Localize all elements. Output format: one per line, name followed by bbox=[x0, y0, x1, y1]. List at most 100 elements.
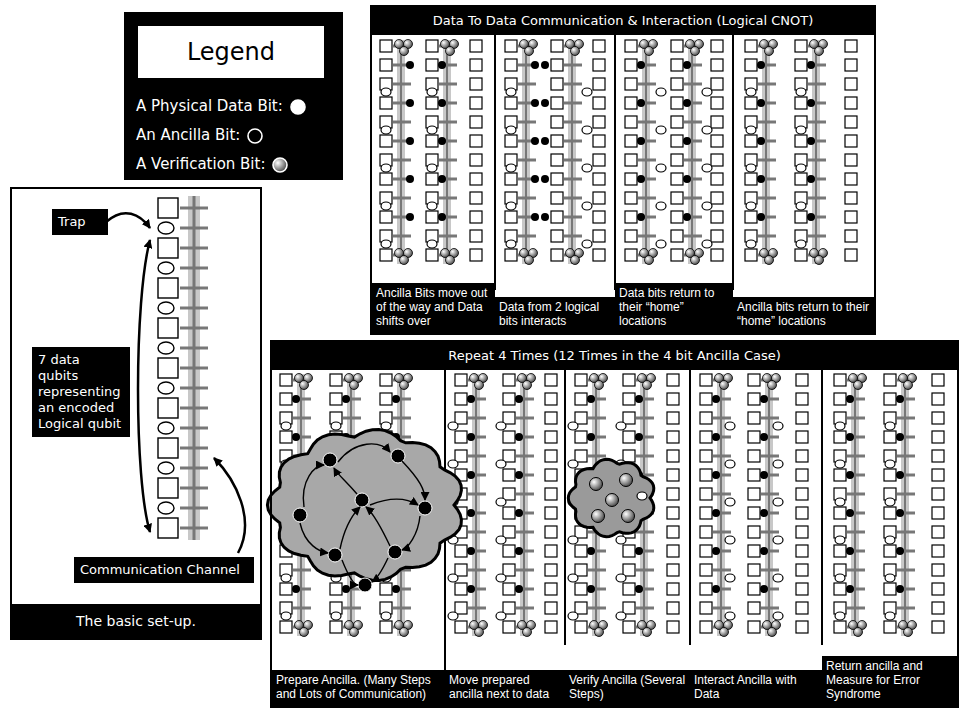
channel-tick bbox=[564, 178, 582, 181]
trap-square bbox=[380, 135, 392, 147]
step-caption: Data bits return to their “home” locatio… bbox=[615, 283, 733, 333]
trap-square bbox=[796, 507, 808, 519]
trap-square bbox=[700, 374, 712, 386]
ancilla-bit bbox=[582, 126, 592, 134]
channel-tick bbox=[180, 387, 208, 390]
trap-square bbox=[380, 173, 392, 185]
trap-square bbox=[748, 583, 760, 595]
channel-tick bbox=[847, 607, 865, 610]
data-bit bbox=[683, 137, 691, 145]
ancilla-bit bbox=[427, 240, 437, 248]
trap-square bbox=[796, 564, 808, 576]
ancilla-bit bbox=[885, 536, 895, 544]
channel-band bbox=[717, 374, 725, 636]
trap-square bbox=[700, 583, 712, 595]
verification-bit bbox=[620, 474, 633, 487]
data-bit bbox=[846, 585, 854, 593]
trap-square bbox=[625, 211, 637, 223]
data-bit bbox=[757, 137, 765, 145]
ancilla-bit bbox=[725, 536, 735, 544]
channel-tick bbox=[897, 607, 915, 610]
data-bit bbox=[846, 471, 854, 479]
verification-bit bbox=[592, 510, 605, 523]
ancilla-bit bbox=[835, 574, 845, 582]
data-bit bbox=[846, 509, 854, 517]
trap-square bbox=[551, 173, 563, 185]
ancilla-bit bbox=[746, 88, 756, 96]
channel-line bbox=[571, 40, 573, 264]
data-bit bbox=[712, 509, 720, 517]
trap-square bbox=[625, 116, 637, 128]
trap-square bbox=[280, 374, 292, 386]
trap-square bbox=[834, 374, 846, 386]
trap-square bbox=[470, 97, 482, 109]
trap-square bbox=[158, 438, 178, 458]
channel-tick bbox=[588, 569, 606, 572]
trap-square bbox=[545, 526, 557, 538]
trap-square bbox=[671, 192, 683, 204]
data-bit bbox=[541, 213, 549, 221]
data-bit bbox=[712, 471, 720, 479]
trap-square bbox=[593, 97, 605, 109]
trap-square bbox=[932, 602, 944, 614]
trap-square bbox=[470, 40, 482, 52]
ancilla-bit bbox=[427, 88, 437, 96]
data-bit bbox=[807, 61, 815, 69]
channel-tick bbox=[713, 417, 731, 420]
trap-square bbox=[503, 507, 515, 519]
channel-band bbox=[522, 40, 530, 264]
ancilla-bit bbox=[568, 536, 578, 544]
trap-square bbox=[625, 230, 637, 242]
channel-tick bbox=[180, 207, 208, 210]
channel-tick bbox=[180, 327, 208, 330]
legend-symbol bbox=[291, 100, 305, 114]
ancilla-bit bbox=[496, 536, 506, 544]
channel-line bbox=[765, 40, 767, 264]
channel-tick bbox=[684, 121, 702, 124]
trap-square bbox=[671, 59, 683, 71]
data-bit bbox=[712, 547, 720, 555]
channel-tick bbox=[808, 121, 826, 124]
trap-square bbox=[671, 249, 683, 261]
trap-square bbox=[932, 412, 944, 424]
channel-tick bbox=[180, 407, 208, 410]
step-caption: Ancilla bits return to their “home” loca… bbox=[733, 297, 874, 333]
ancilla-bit bbox=[616, 422, 626, 430]
data-bit bbox=[515, 547, 523, 555]
verification-bit bbox=[643, 381, 652, 390]
trap-square bbox=[575, 564, 587, 576]
panel-divider bbox=[732, 32, 734, 290]
ancilla-bit bbox=[496, 574, 506, 582]
ancilla-bit bbox=[158, 502, 174, 514]
trap-square bbox=[932, 374, 944, 386]
channel-tick bbox=[564, 121, 582, 124]
trap-square bbox=[380, 40, 392, 52]
leader-arrow bbox=[214, 458, 245, 553]
trap-square bbox=[667, 412, 679, 424]
trap-square bbox=[845, 116, 857, 128]
channel-band bbox=[851, 374, 859, 636]
prep-arrow bbox=[370, 499, 418, 505]
channel-tick bbox=[393, 235, 411, 238]
trap-square bbox=[380, 211, 392, 223]
trap-square bbox=[748, 564, 760, 576]
trap-square bbox=[551, 230, 563, 242]
trap-square bbox=[623, 412, 635, 424]
trap-square bbox=[455, 564, 467, 576]
ancilla-bit bbox=[885, 498, 895, 506]
trap-square bbox=[455, 450, 467, 462]
trap-square bbox=[426, 135, 438, 147]
trap-square bbox=[667, 393, 679, 405]
channel-tick bbox=[684, 83, 702, 86]
data-bit bbox=[757, 213, 765, 221]
trap-square bbox=[667, 488, 679, 500]
trap-square bbox=[158, 358, 178, 378]
ancilla-bit bbox=[568, 574, 578, 582]
trap-square bbox=[380, 583, 392, 595]
panel-title: Data To Data Communication & Interaction… bbox=[372, 7, 874, 35]
ancilla-bit bbox=[885, 422, 895, 430]
channel-tick bbox=[468, 569, 486, 572]
verification-bit bbox=[571, 47, 580, 56]
trap-square bbox=[545, 583, 557, 595]
data-bit bbox=[760, 509, 768, 517]
